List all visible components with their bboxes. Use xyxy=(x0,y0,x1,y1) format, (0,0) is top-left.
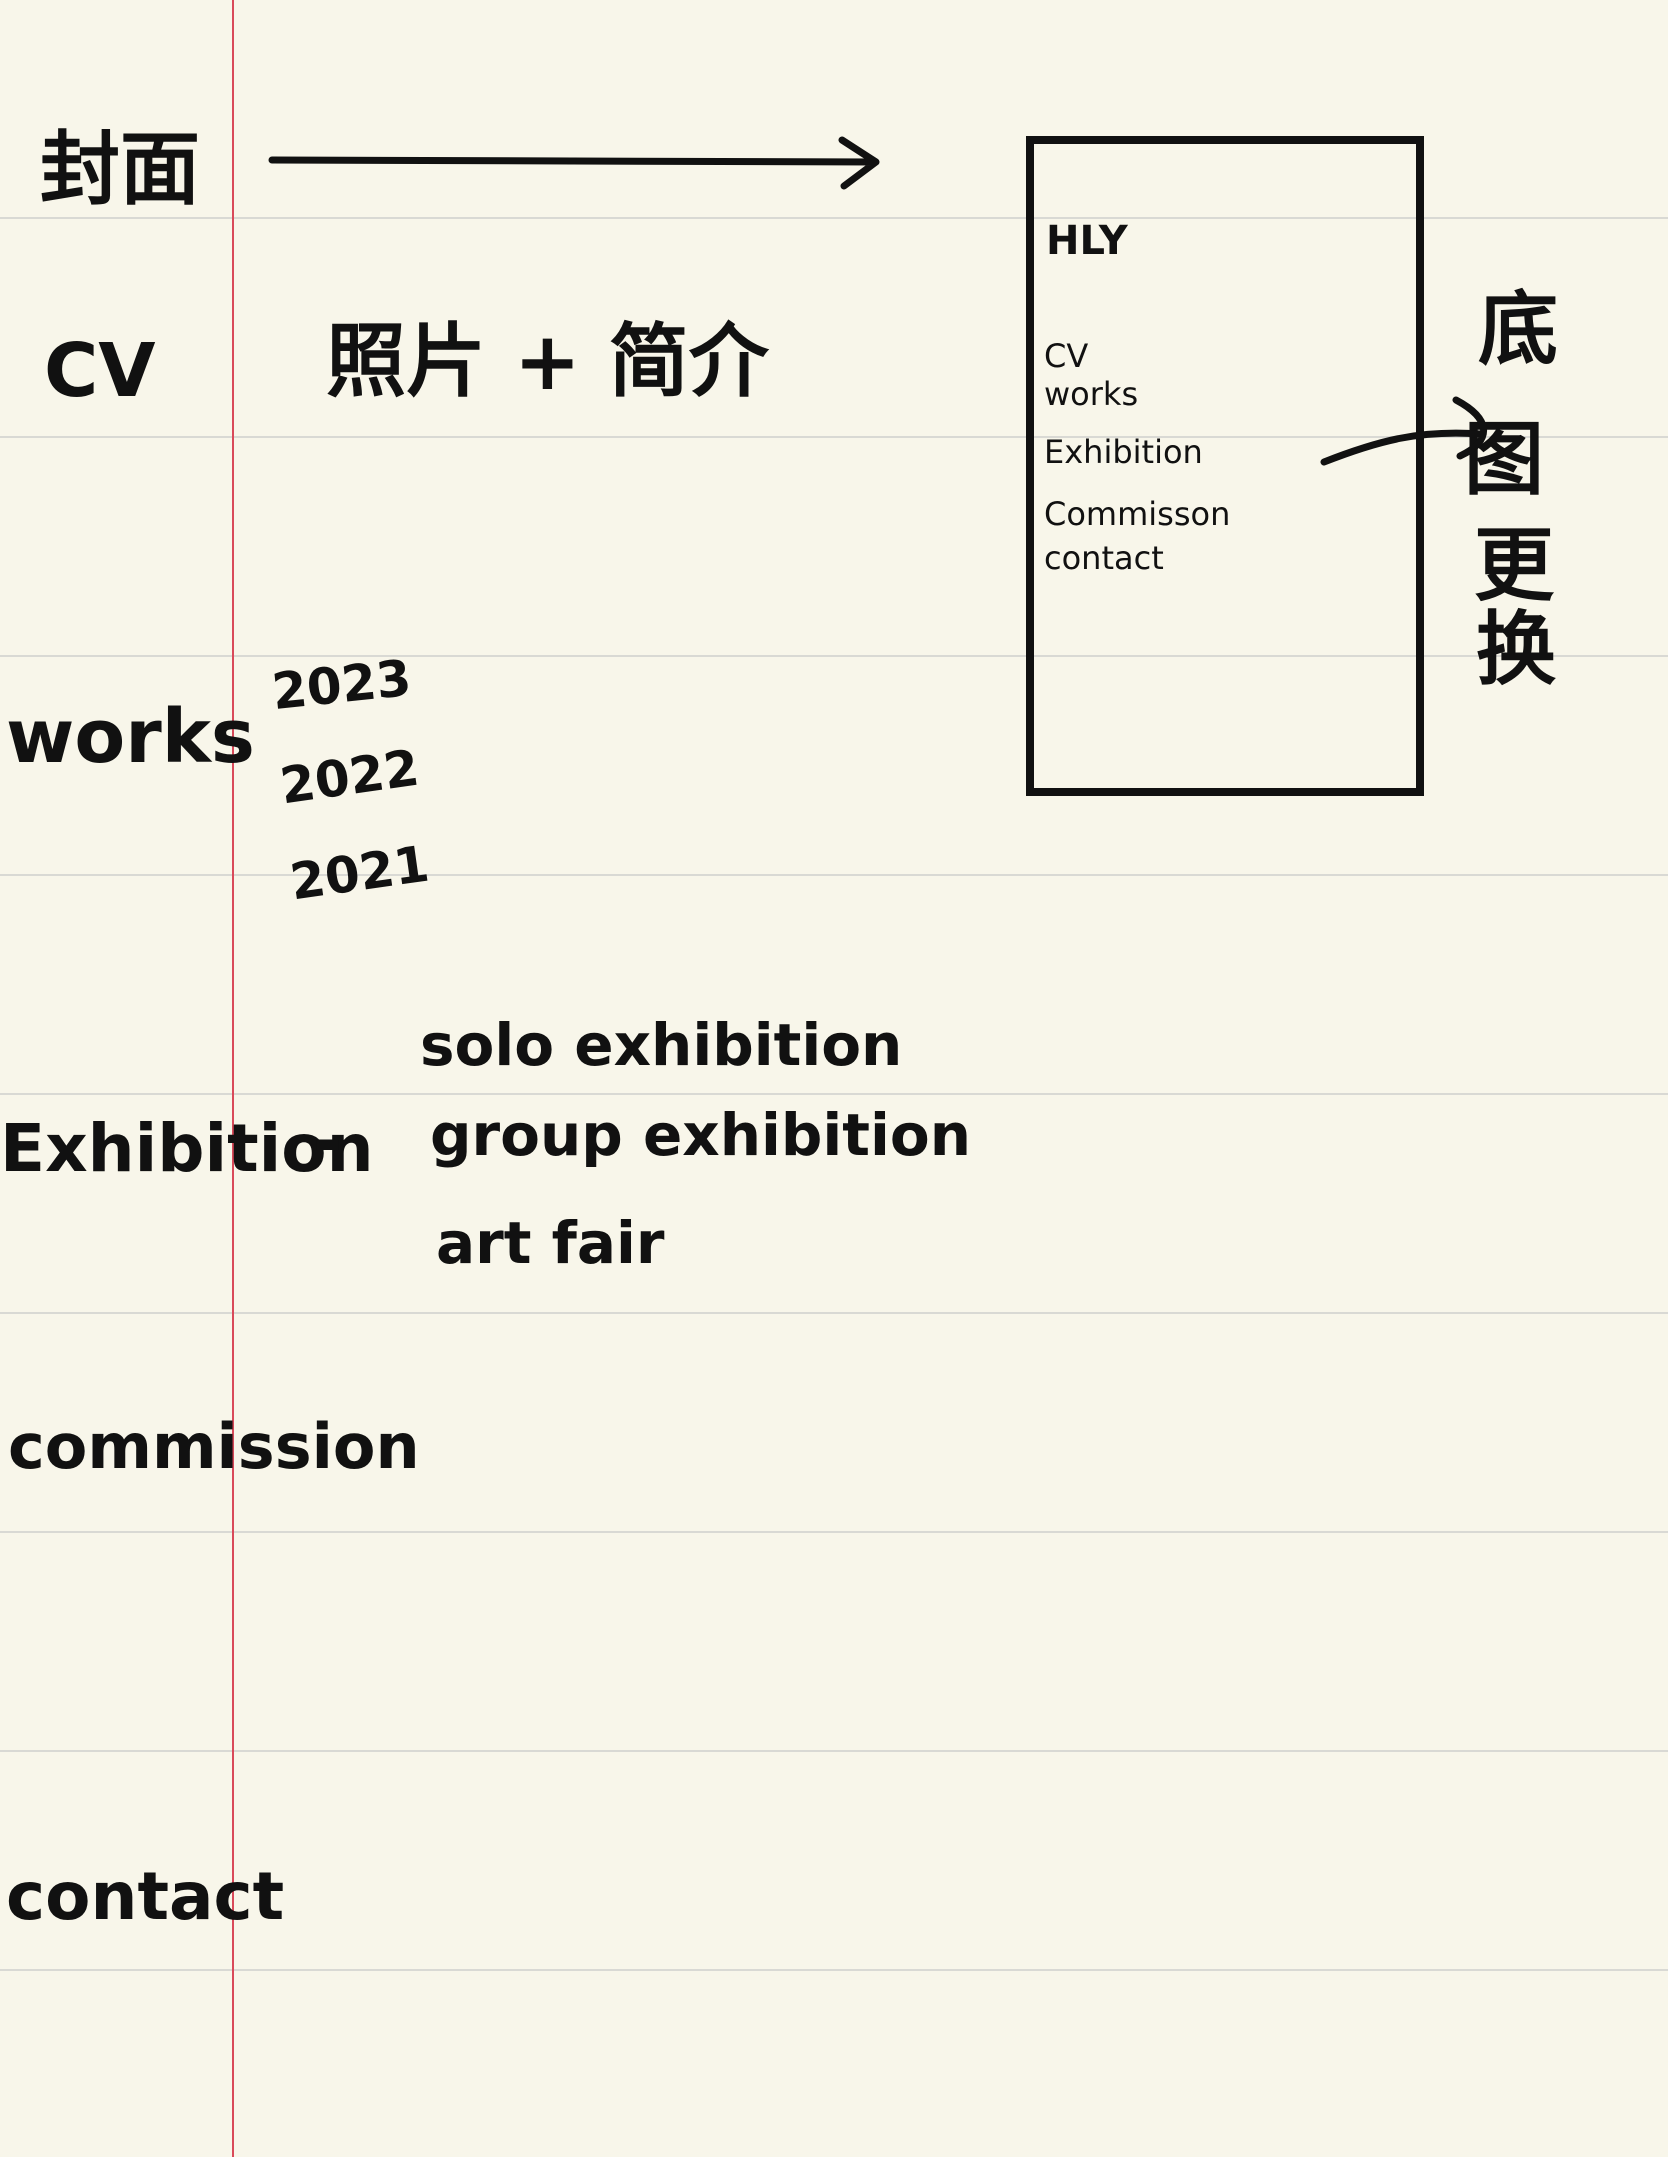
exhibition-item-art-fair: art fair xyxy=(436,1209,665,1277)
annotation-char: 更 xyxy=(1474,519,1554,612)
exhibition-item-group: group exhibition xyxy=(430,1101,972,1169)
section-label-cover: 封面 xyxy=(40,123,200,216)
mockup-menu-item: Exhibition xyxy=(1044,433,1203,471)
mockup-menu: CV works Exhibition Commisson contact xyxy=(1044,340,1230,574)
margin-line xyxy=(232,0,234,2157)
mockup-menu-item: contact xyxy=(1044,539,1164,577)
right-arrow-icon xyxy=(268,136,880,190)
mockup-menu-item: Commisson xyxy=(1044,495,1231,533)
mockup-title: HLY xyxy=(1046,218,1128,264)
section-label-exhibition: Exhibition xyxy=(0,1110,374,1187)
cv-note: 照片 + 简介 xyxy=(326,315,769,408)
mockup-menu-item: CV xyxy=(1044,337,1089,375)
section-label-works: works xyxy=(6,694,255,780)
exhibition-dash: - xyxy=(312,1098,343,1184)
section-label-cv: CV xyxy=(44,328,156,414)
cover-mockup-frame: HLY CV works Exhibition Commisson contac… xyxy=(1026,136,1424,796)
section-label-commission: commission xyxy=(8,1410,420,1483)
annotation-char: 底 xyxy=(1478,283,1558,376)
section-label-contact: contact xyxy=(6,1858,285,1935)
mockup-menu-item: works xyxy=(1044,375,1139,413)
annotation-char: 换 xyxy=(1476,603,1556,696)
curved-arrow-icon xyxy=(1320,396,1487,466)
exhibition-item-solo: solo exhibition xyxy=(420,1011,903,1079)
